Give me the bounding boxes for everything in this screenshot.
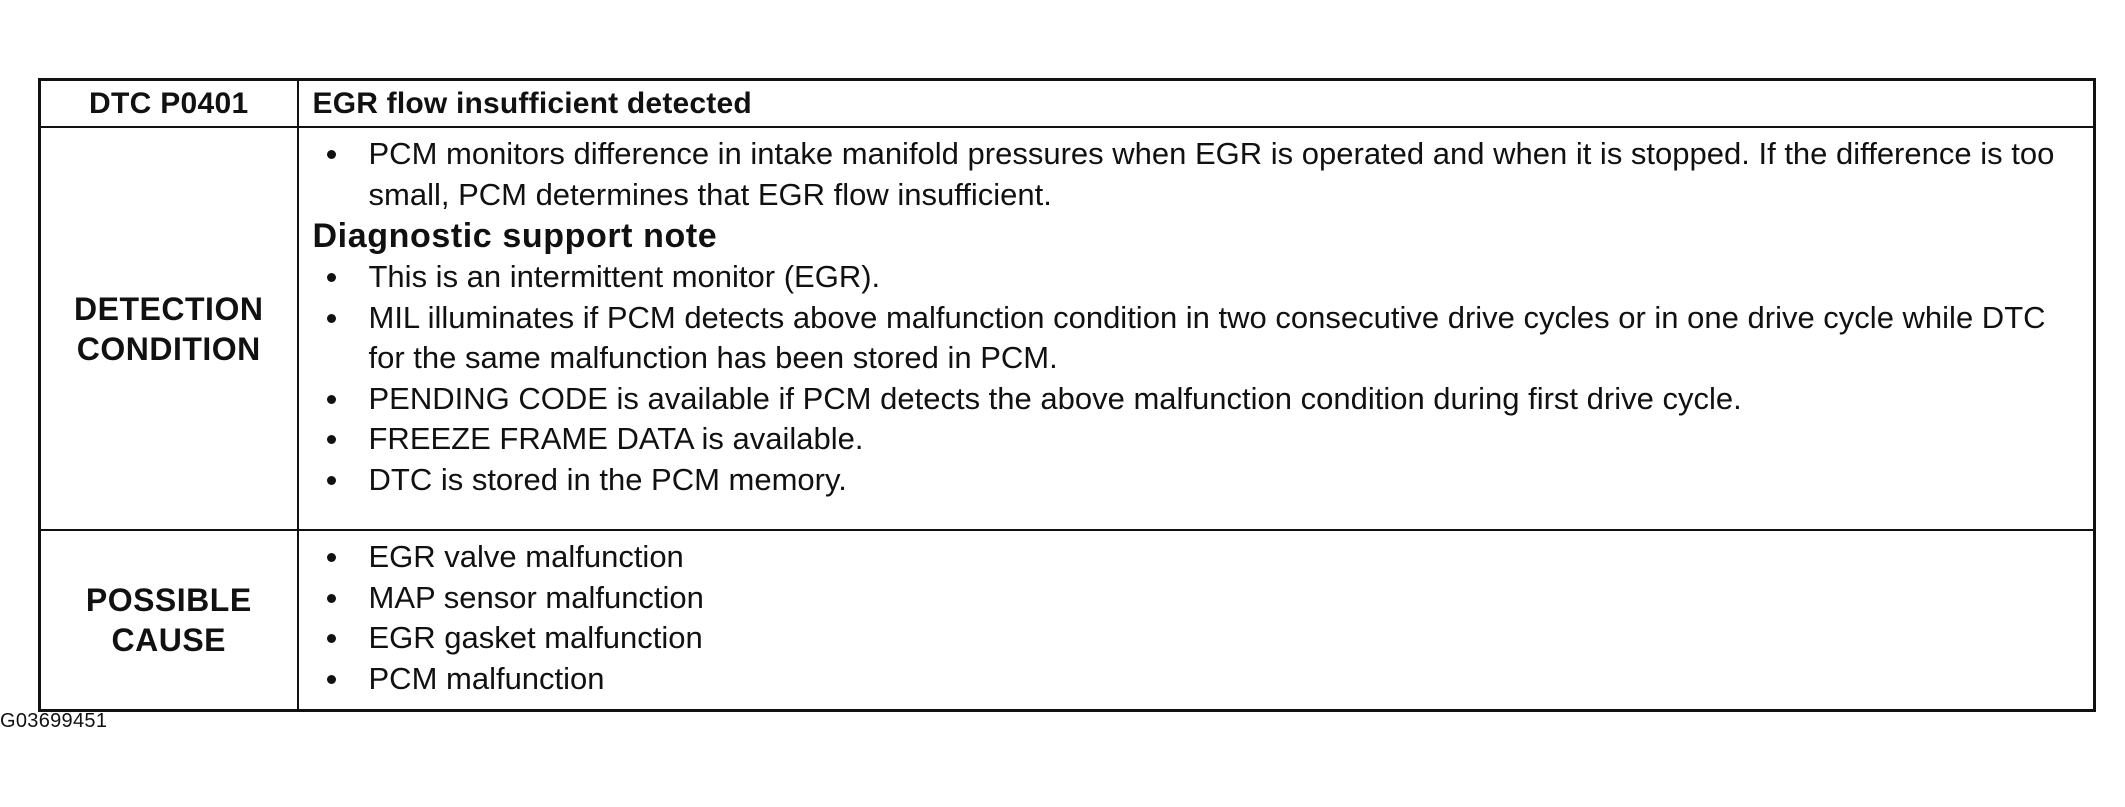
detection-condition-row: DETECTION CONDITION PCM monitors differe… (38, 126, 2096, 531)
list-item: This is an intermittent monitor (EGR). (313, 257, 2080, 298)
diagnostic-support-heading: Diagnostic support note (312, 217, 718, 255)
cause-label-line2: CAUSE (111, 622, 226, 658)
detection-label-line1: DETECTION (74, 290, 264, 327)
possible-cause-content: EGR valve malfunction MAP sensor malfunc… (296, 529, 2096, 712)
list-item: EGR gasket malfunction (313, 618, 2080, 659)
dtc-code: DTC P0401 (38, 78, 299, 128)
possible-cause-list: EGR valve malfunction MAP sensor malfunc… (313, 537, 2080, 699)
detection-condition-content: PCM monitors difference in intake manifo… (296, 126, 2096, 531)
cause-label-line1: POSSIBLE (85, 582, 252, 618)
list-item: PCM malfunction (313, 659, 2080, 700)
list-item: PENDING CODE is available if PCM detects… (313, 379, 2080, 420)
possible-cause-row: POSSIBLE CAUSE EGR valve malfunction MAP… (38, 529, 2096, 712)
figure-id: G03699451 (0, 710, 108, 732)
list-item: FREEZE FRAME DATA is available. (313, 419, 2080, 460)
list-item: MIL illuminates if PCM detects above mal… (313, 298, 2080, 379)
list-item: MAP sensor malfunction (313, 578, 2080, 619)
list-item: PCM monitors difference in intake manifo… (313, 134, 2080, 215)
detection-label-line2: CONDITION (76, 330, 261, 367)
diagnostic-support-list: This is an intermittent monitor (EGR). M… (313, 257, 2080, 500)
header-row: DTC P0401 EGR flow insufficient detected (38, 78, 2096, 128)
detection-condition-label: DETECTION CONDITION (38, 126, 299, 531)
possible-cause-label: POSSIBLE CAUSE (38, 529, 299, 712)
detection-main-list: PCM monitors difference in intake manifo… (313, 134, 2080, 215)
list-item: DTC is stored in the PCM memory. (313, 460, 2080, 501)
dtc-table: DTC P0401 EGR flow insufficient detected… (38, 78, 2096, 712)
list-item: EGR valve malfunction (313, 537, 2080, 578)
dtc-title: EGR flow insufficient detected (296, 78, 2096, 128)
